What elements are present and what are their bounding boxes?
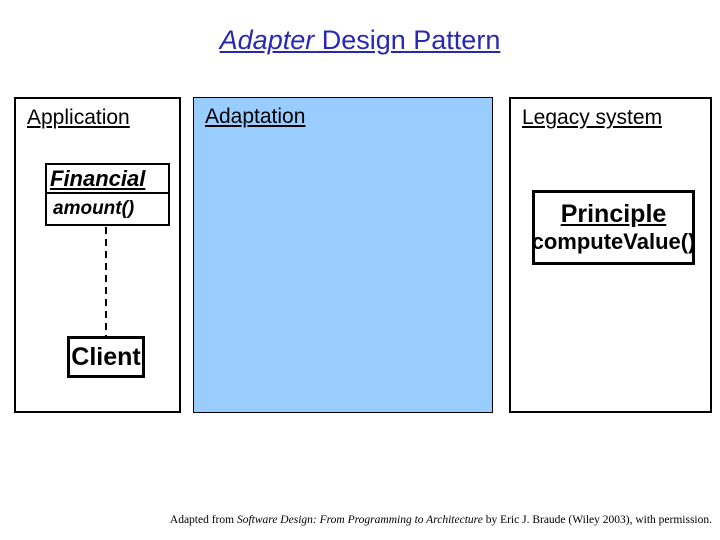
slide-title-italic-part: Adapter <box>219 25 315 55</box>
slide-title-regular-part: Design Pattern <box>314 25 501 55</box>
principle-class-method: computeValue() <box>531 229 696 255</box>
attribution-book-title: Software Design: From Programming to Arc… <box>236 514 483 526</box>
panel-heading-application: Application <box>27 106 130 129</box>
client-class-box: Client <box>67 336 145 378</box>
principle-class-name: Principle <box>560 200 667 229</box>
financial-class-box: Financial amount() <box>45 163 170 226</box>
dependency-dashed-line <box>105 227 107 336</box>
panel-adaptation: Adaptation <box>193 97 493 413</box>
attribution-text: Adapted from Software Design: From Progr… <box>170 514 712 526</box>
financial-class-name: Financial <box>47 165 168 194</box>
principle-class-box: Principle computeValue() <box>532 190 695 265</box>
slide-title: Adapter Design Pattern <box>0 25 720 56</box>
panel-heading-adaptation: Adaptation <box>205 105 306 128</box>
financial-class-method: amount() <box>53 198 135 219</box>
panel-heading-legacy: Legacy system <box>522 106 663 129</box>
client-class-name: Client <box>71 342 141 371</box>
attribution-suffix: by Eric J. Braude (Wiley 2003), with per… <box>482 514 712 526</box>
attribution-prefix: Adapted from <box>169 514 237 526</box>
